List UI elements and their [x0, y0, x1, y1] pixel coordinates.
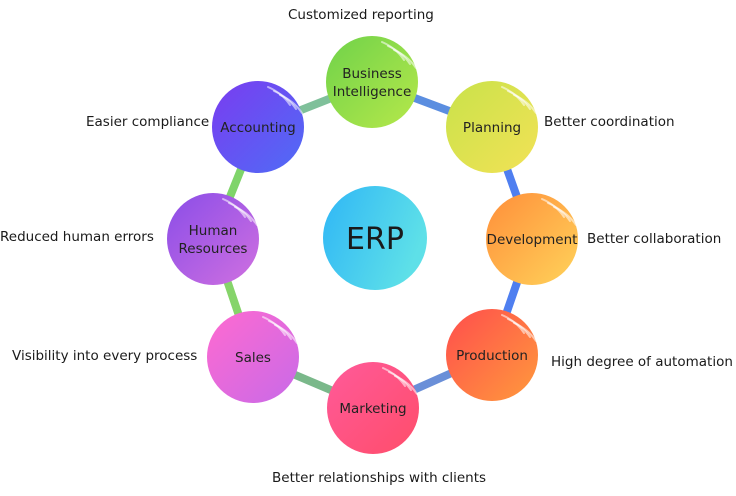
module-sales: Sales [207, 311, 299, 403]
benefit-customized-reporting: Customized reporting [288, 7, 434, 23]
module-label: Production [456, 348, 528, 364]
erp-center-circle [323, 186, 427, 290]
benefit-better-coordination: Better coordination [544, 114, 675, 130]
brush-texture [513, 94, 537, 114]
module-circle [212, 81, 304, 173]
module-label: Intelligence [333, 84, 412, 100]
benefit-high-degree-of-automation: High degree of automation [551, 354, 733, 370]
module-circle [326, 36, 418, 128]
brush-texture [394, 375, 418, 395]
module-label: Planning [463, 120, 521, 136]
benefit-reduced-human-errors: Reduced human errors [0, 229, 154, 245]
module-circle [207, 311, 299, 403]
module-circle [167, 193, 259, 285]
module-circle [327, 362, 419, 454]
module-circle [486, 193, 578, 285]
module-label: Business [342, 66, 402, 82]
brush-texture [279, 94, 303, 114]
module-circle [446, 309, 538, 401]
erp-center: ERP [323, 186, 427, 290]
benefit-better-collaboration: Better collaboration [587, 231, 722, 247]
module-production: Production [446, 309, 538, 401]
module-label: Sales [235, 350, 271, 366]
module-circle [446, 81, 538, 173]
benefit-better-relationships: Better relationships with clients [272, 470, 487, 486]
benefit-visibility-into-every-process: Visibility into every process [12, 348, 198, 364]
module-planning: Planning [446, 81, 538, 173]
benefit-easier-compliance: Easier compliance [86, 114, 210, 130]
brush-texture [513, 322, 537, 342]
brush-texture [274, 324, 298, 344]
module-label: Marketing [339, 401, 406, 417]
brush-texture [553, 206, 577, 226]
module-label: Human [189, 223, 238, 239]
module-development: Development [486, 193, 578, 285]
module-accounting: Accounting [212, 81, 304, 173]
erp-center-label: ERP [346, 222, 404, 257]
module-label: Accounting [220, 120, 295, 136]
module-label: Resources [179, 241, 248, 257]
module-marketing: Marketing [327, 362, 419, 454]
module-label: Development [487, 232, 578, 248]
brush-texture [393, 49, 417, 69]
module-nodes: BusinessIntelligencePlanningDevelopmentP… [167, 36, 578, 454]
brush-texture [234, 206, 258, 226]
